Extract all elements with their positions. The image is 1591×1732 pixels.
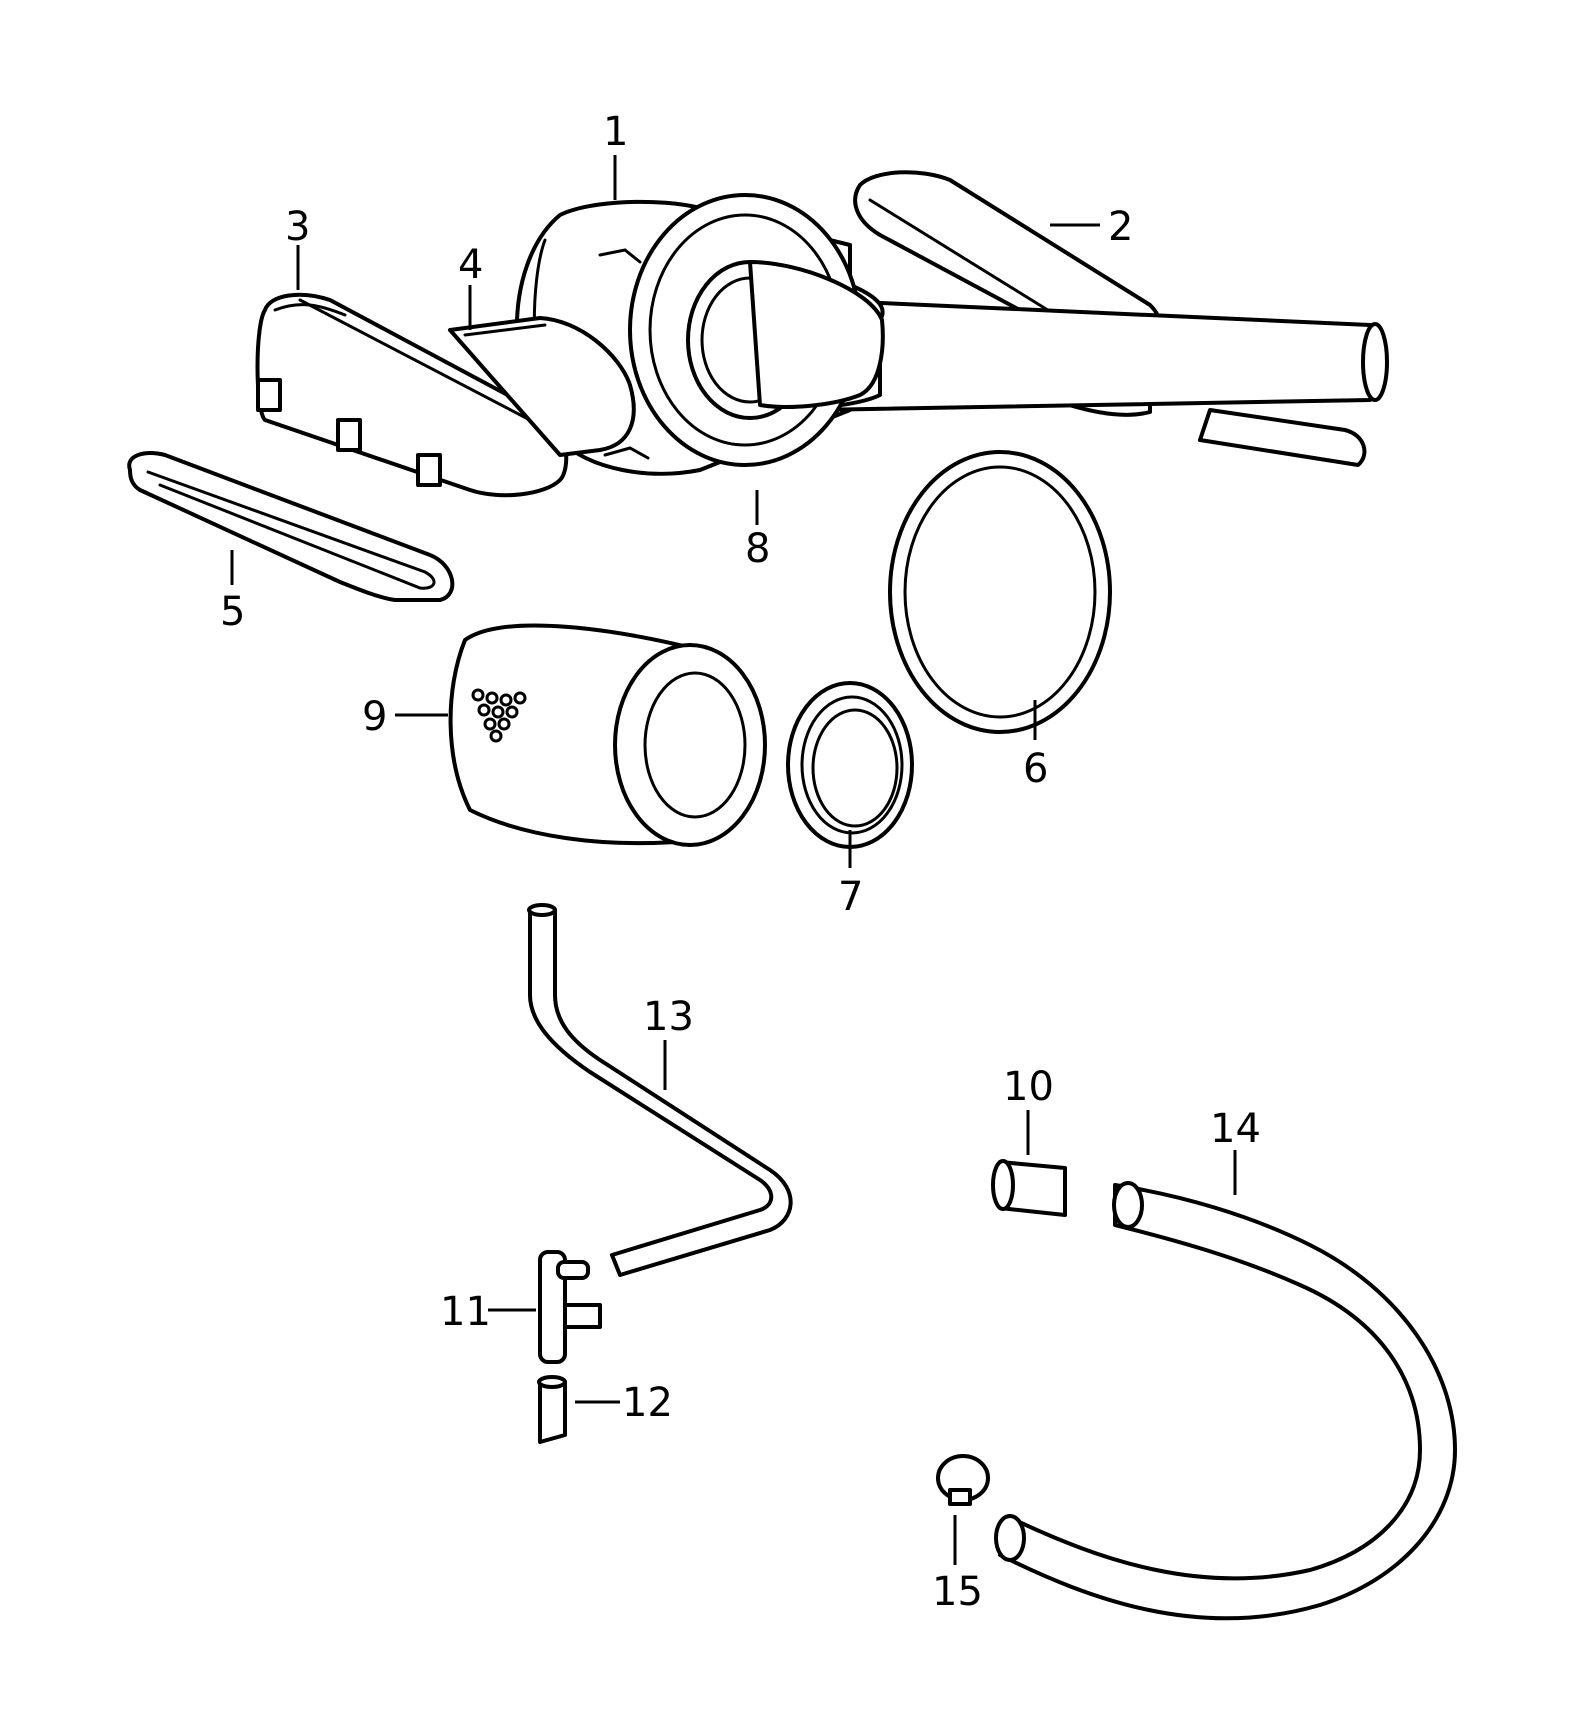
part-10-sleeve [991,1159,1067,1217]
callout-2: 2 [1108,204,1133,250]
callout-13: 13 [643,994,694,1040]
callout-3: 3 [285,204,310,250]
part-11-t-piece [538,1250,602,1364]
part-14-curved-hose [994,1181,1457,1621]
callout-9: 9 [362,694,387,740]
part-3-outlet-box [255,292,569,498]
filter-perforation [471,688,527,743]
callout-labels: 1 2 3 4 5 6 7 8 9 10 11 12 13 14 15 [220,109,1261,1615]
callout-4: 4 [458,242,483,288]
part-13-bent-hose [527,903,793,1277]
leader-lines [230,155,1237,1565]
part-8-housing-cover [628,193,885,467]
callout-7: 7 [838,874,863,920]
part-15-hose-clamp [936,1454,990,1506]
callout-8: 8 [745,526,770,572]
part-2-intake-duct [853,170,1367,467]
part-9-filter-element [448,623,767,847]
part-6-seal-ring [888,450,1112,734]
callout-6: 6 [1023,746,1048,792]
callout-11: 11 [440,1289,491,1335]
callout-12: 12 [622,1380,673,1426]
callout-10: 10 [1003,1064,1054,1110]
callout-1: 1 [603,109,628,155]
callout-5: 5 [220,589,245,635]
callout-14: 14 [1210,1106,1261,1152]
part-12-short-hose [537,1375,567,1444]
callout-15: 15 [932,1569,983,1615]
part-5-gasket [127,451,455,602]
part-4-connecting-duct [448,316,636,457]
part-7-ring [786,681,914,849]
